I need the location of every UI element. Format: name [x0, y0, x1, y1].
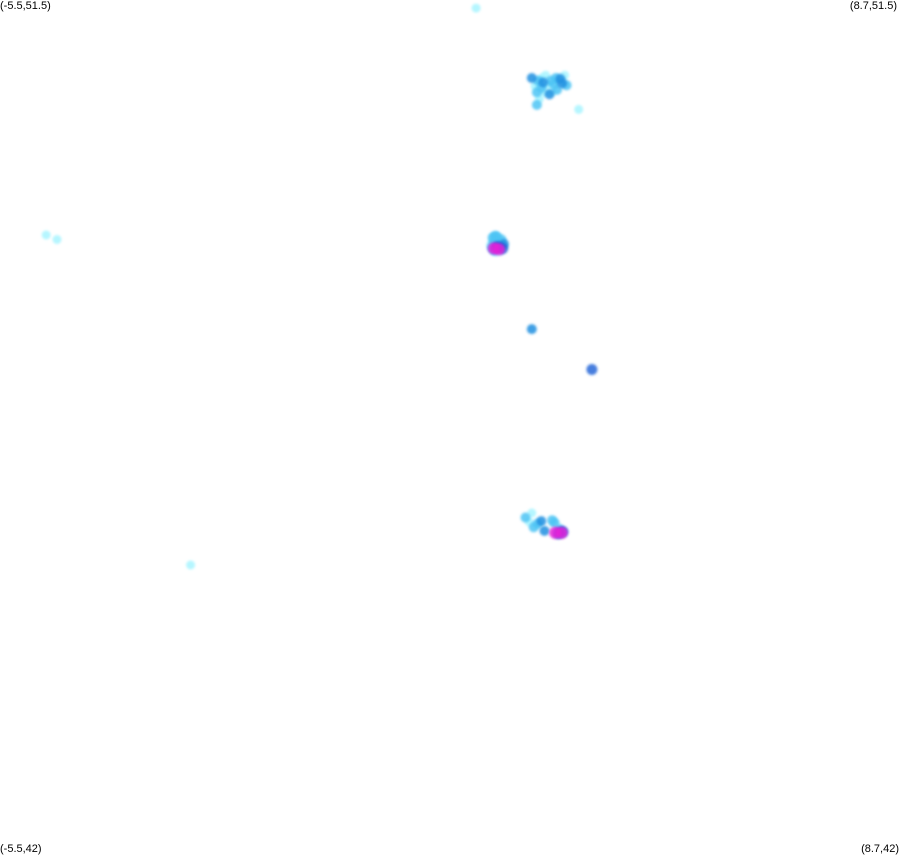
heat-point	[539, 525, 550, 536]
top-right-coordinate: (8.7,51.5)	[849, 0, 897, 12]
heat-point	[531, 87, 542, 98]
bottom-right-coordinate: (8.7,42)	[861, 843, 899, 855]
heat-point	[52, 235, 62, 244]
heat-point	[471, 3, 481, 13]
heat-point	[557, 78, 568, 89]
heat-point	[487, 232, 498, 243]
heat-point	[574, 104, 584, 114]
heat-point	[520, 512, 531, 523]
heat-point	[526, 324, 537, 335]
heat-point	[531, 99, 542, 110]
heat-point	[526, 73, 537, 83]
heat-point	[544, 89, 555, 100]
heat-point	[586, 364, 598, 375]
heat-point	[538, 77, 549, 88]
heat-point	[555, 526, 568, 539]
heat-point	[41, 230, 51, 240]
heat-point	[492, 243, 505, 256]
heat-point	[186, 560, 196, 570]
top-left-coordinate: (-5.5,51.5)	[0, 0, 51, 12]
bottom-left-coordinate: (-5.5,42)	[0, 843, 42, 855]
heat-point	[536, 516, 547, 527]
